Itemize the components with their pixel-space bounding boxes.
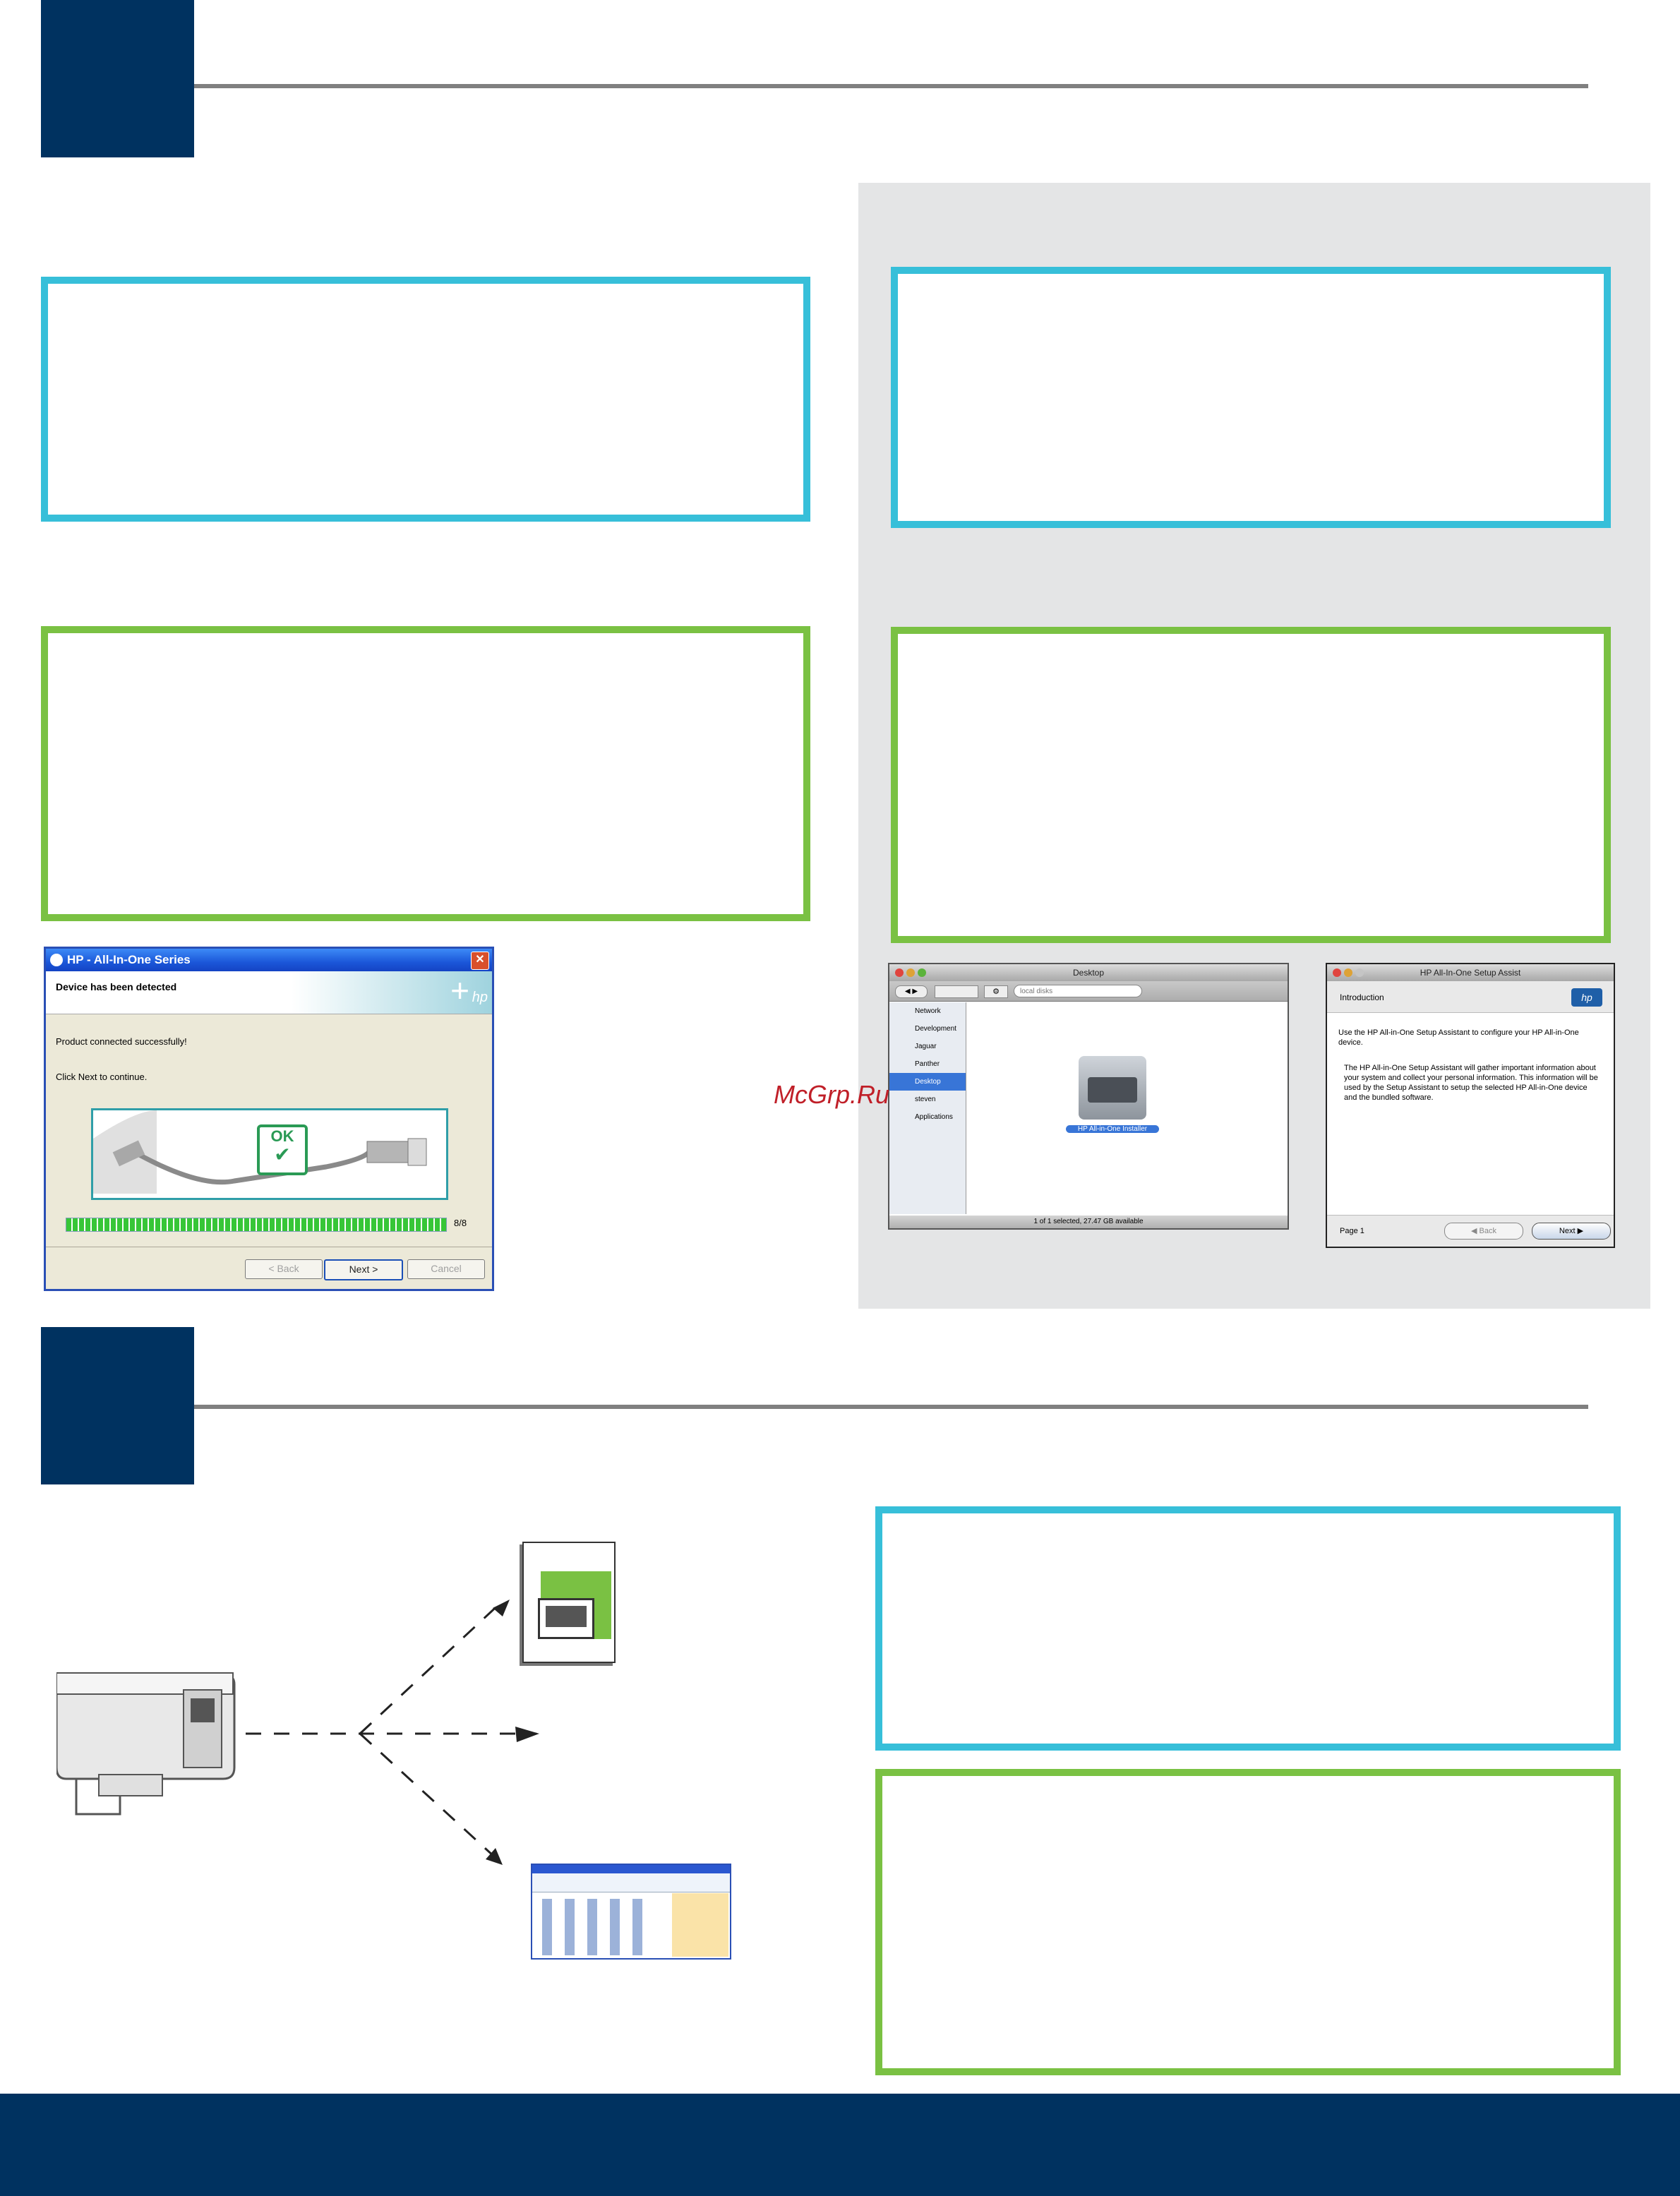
view-buttons[interactable] bbox=[935, 985, 978, 998]
mac-note-box bbox=[891, 267, 1611, 528]
close-icon[interactable] bbox=[1333, 968, 1341, 977]
progress-fill bbox=[66, 1218, 446, 1231]
section-tab-bottom bbox=[41, 1327, 194, 1484]
setup-assistant-window: HP All-In-One Setup Assist Introduction … bbox=[1326, 963, 1615, 1248]
finder-status-bar: 1 of 1 selected, 27.47 GB available bbox=[889, 1216, 1288, 1228]
minimize-icon[interactable] bbox=[1344, 968, 1352, 977]
hp-app-icon bbox=[50, 954, 63, 966]
thumbnail-titlebar bbox=[532, 1865, 730, 1873]
setup-section: Introduction bbox=[1340, 992, 1384, 1002]
progress-bar bbox=[66, 1218, 447, 1232]
setup-paragraph-2: The HP All-in-One Setup Assistant will g… bbox=[1344, 1064, 1598, 1102]
next-button[interactable]: Next > bbox=[324, 1259, 403, 1280]
thumbnail-header bbox=[532, 1873, 730, 1892]
finder-window: Desktop ◀ ▶ ⚙ Network Development Jaguar… bbox=[888, 963, 1289, 1230]
ok-label: OK bbox=[270, 1127, 294, 1145]
status-message: Product connected successfully! bbox=[56, 1036, 187, 1047]
close-icon[interactable]: ✕ bbox=[471, 952, 489, 970]
sidebar-item-applications[interactable]: Applications bbox=[915, 1113, 953, 1121]
plus-icon: + bbox=[450, 972, 469, 1009]
arrow-down-icon bbox=[486, 1848, 503, 1865]
help-resources-diagram bbox=[56, 1600, 539, 1865]
instruction-message: Click Next to continue. bbox=[56, 1072, 148, 1082]
zoom-icon[interactable] bbox=[918, 968, 926, 977]
dialog-header: Device has been detected hp + bbox=[46, 971, 492, 1014]
section-rule-top bbox=[194, 84, 1588, 88]
printer-icon bbox=[56, 1672, 236, 1816]
setup-paragraph-1: Use the HP All-in-One Setup Assistant to… bbox=[1338, 1028, 1579, 1047]
finder-toolbar: ◀ ▶ ⚙ bbox=[889, 981, 1288, 1002]
finder-sidebar: Network Development Jaguar Panther Deskt… bbox=[889, 1002, 966, 1214]
section2-step-box bbox=[875, 1769, 1621, 2075]
windows-step-box bbox=[41, 626, 810, 921]
sidebar-item-network[interactable]: Network bbox=[915, 1007, 941, 1015]
finder-title: Desktop bbox=[1072, 968, 1105, 978]
setup-footer: Page 1 ◀ Back Next ▶ bbox=[1327, 1215, 1614, 1247]
arrow-up-icon bbox=[493, 1600, 510, 1616]
sidebar-item-jaguar[interactable]: Jaguar bbox=[915, 1043, 937, 1050]
printer-icon bbox=[1088, 1077, 1137, 1103]
dialog-heading: Device has been detected bbox=[56, 981, 177, 992]
thumbnail-side-panel bbox=[672, 1893, 728, 1957]
search-input[interactable] bbox=[1014, 985, 1142, 997]
sidebar-item-steven[interactable]: steven bbox=[915, 1096, 936, 1103]
footer-band bbox=[0, 2094, 1680, 2196]
setup-back-label: Back bbox=[1479, 1227, 1496, 1235]
finder-titlebar: Desktop bbox=[889, 964, 1288, 981]
zoom-icon[interactable] bbox=[1355, 968, 1364, 977]
sidebar-item-development[interactable]: Development bbox=[915, 1025, 956, 1033]
usb-cable-icon bbox=[93, 1110, 427, 1194]
dialog-titlebar: HP - All-In-One Series ✕ bbox=[46, 949, 492, 971]
dashed-arrows bbox=[246, 1601, 536, 1858]
windows-note-box bbox=[41, 277, 810, 522]
dialog-title: HP - All-In-One Series bbox=[67, 953, 191, 966]
usb-cable-illustration: OK ✔ bbox=[91, 1108, 448, 1200]
installer-icon[interactable] bbox=[1079, 1056, 1146, 1120]
cancel-button[interactable]: Cancel bbox=[407, 1259, 485, 1279]
thumbnail-icons bbox=[542, 1899, 655, 1955]
setup-title: HP All-In-One Setup Assist bbox=[1420, 968, 1521, 978]
guide-cover-printer bbox=[538, 1598, 594, 1639]
check-icon: ✔ bbox=[274, 1144, 291, 1165]
back-button[interactable]: < Back bbox=[245, 1259, 323, 1279]
setup-header: Introduction hp bbox=[1327, 981, 1614, 1013]
setup-titlebar: HP All-In-One Setup Assist bbox=[1327, 964, 1614, 981]
setup-next-button[interactable]: Next ▶ bbox=[1532, 1223, 1611, 1240]
section-rule-bottom bbox=[194, 1405, 1588, 1409]
arrow-right-icon bbox=[515, 1727, 539, 1742]
hp-logo-icon: hp bbox=[1571, 988, 1602, 1007]
setup-back-button[interactable]: ◀ Back bbox=[1444, 1223, 1523, 1240]
minimize-icon[interactable] bbox=[906, 968, 915, 977]
solution-center-thumbnail bbox=[531, 1864, 731, 1960]
sidebar-item-desktop[interactable]: Desktop bbox=[889, 1073, 966, 1091]
reference-guide-icon bbox=[522, 1542, 616, 1663]
setup-next-label: Next bbox=[1559, 1227, 1576, 1235]
page-indicator: Page 1 bbox=[1340, 1227, 1364, 1235]
installer-label[interactable]: HP All-in-One Installer bbox=[1066, 1125, 1159, 1133]
device-detected-dialog: HP - All-In-One Series ✕ Device has been… bbox=[44, 947, 494, 1291]
watermark: McGrp.Ru bbox=[774, 1080, 890, 1109]
mac-step-box bbox=[891, 627, 1611, 943]
section-tab-top bbox=[41, 0, 194, 157]
sidebar-item-panther[interactable]: Panther bbox=[915, 1060, 940, 1068]
gear-icon[interactable]: ⚙ bbox=[984, 985, 1008, 998]
section2-note-box bbox=[875, 1506, 1621, 1751]
ok-badge: OK ✔ bbox=[257, 1124, 308, 1175]
hp-logo: hp bbox=[472, 990, 488, 1005]
close-icon[interactable] bbox=[895, 968, 904, 977]
progress-count: 8/8 bbox=[454, 1218, 467, 1228]
back-forward-buttons[interactable]: ◀ ▶ bbox=[895, 985, 928, 998]
